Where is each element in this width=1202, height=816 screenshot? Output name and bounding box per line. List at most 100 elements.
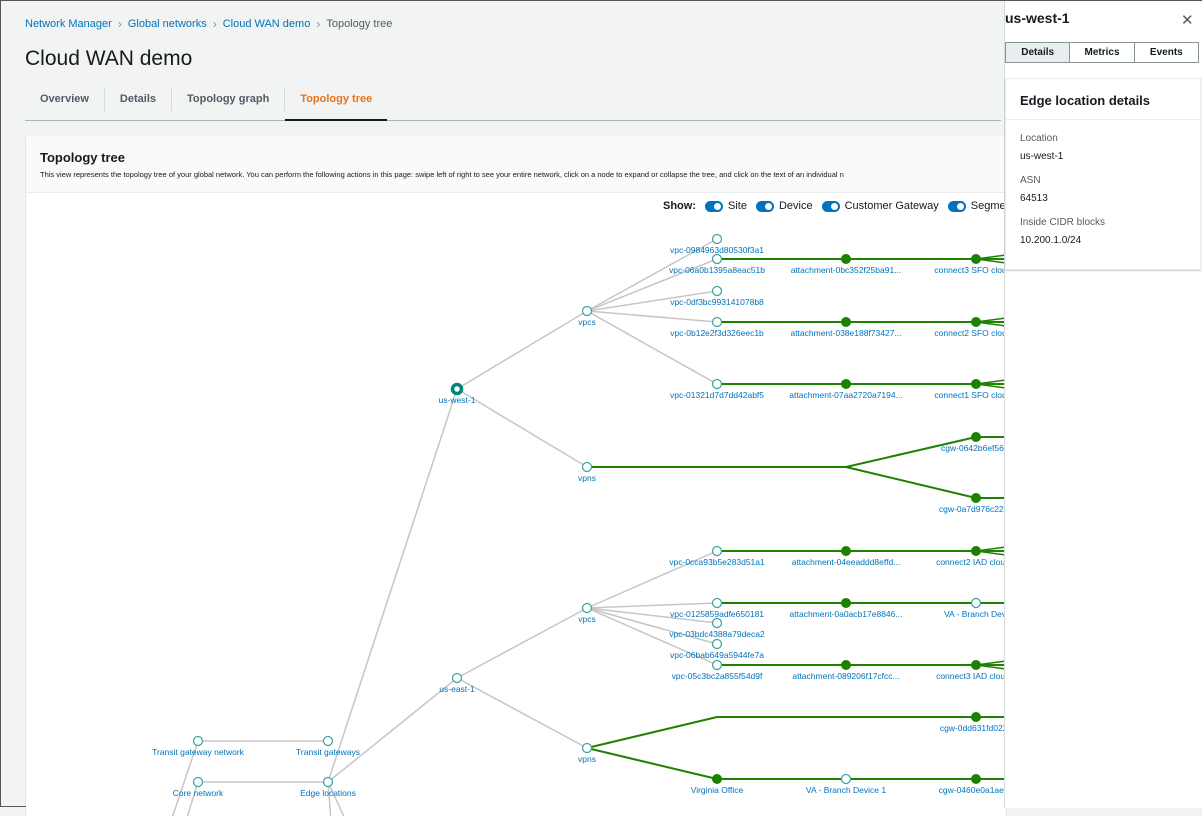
node-circle[interactable] [842,255,851,264]
node-label[interactable]: attachment-04eeaddd8effd... [792,557,901,567]
tree-node-el[interactable]: Edge locations [300,778,356,799]
node-circle[interactable] [453,385,462,394]
node-circle[interactable] [842,547,851,556]
tree-node-b1[interactable]: attachment-04eeaddd8effd... [792,547,901,568]
node-label[interactable]: vpc-06a0b1395a8eac51b [669,265,765,275]
tree-node-g1[interactable]: cgw-0642b6ef56f5 [941,433,1006,454]
node-label[interactable]: Virginia Office [691,785,744,795]
node-circle[interactable] [583,463,592,472]
node-circle[interactable] [194,778,203,787]
tree-node-c3[interactable]: connect1 SFO cloudw [934,380,1006,401]
node-label[interactable]: cgw-0460e0a1ae5a [939,785,1006,795]
node-label[interactable]: attachment-038e188f73427... [790,328,901,338]
tree-node-cn[interactable]: Core network [173,778,224,799]
tree-node-v5[interactable]: vpc-01321d7d7dd42abf5 [670,380,764,401]
node-circle[interactable] [972,318,981,327]
tree-node-use[interactable]: us-east-1 [439,674,475,695]
node-circle[interactable] [713,640,722,649]
node-circle[interactable] [583,604,592,613]
breadcrumb-cloud-wan-demo[interactable]: Cloud WAN demo [223,18,311,30]
node-circle[interactable] [713,775,722,784]
node-circle[interactable] [972,599,981,608]
node-label[interactable]: cgw-0a7d976c22d0 [939,504,1006,514]
node-label[interactable]: connect1 SFO cloudw [934,390,1006,400]
node-circle[interactable] [583,744,592,753]
node-label[interactable]: connect3 IAD cloudw [936,671,1006,681]
tree-node-v3[interactable]: vpc-0df3bc993141078b8 [670,287,764,308]
node-circle[interactable] [842,775,851,784]
tree-node-b3[interactable]: attachment-089206f17cfcc... [792,661,899,682]
node-label[interactable]: vpc-0125859adfe650181 [670,609,764,619]
close-icon[interactable]: ✕ [1181,11,1194,29]
node-label[interactable]: vpc-0b12e2f3d326eec1b [670,328,764,338]
tree-node-c2[interactable]: connect2 SFO cloudw [934,318,1006,339]
node-circle[interactable] [713,547,722,556]
node-label[interactable]: vpc-0df3bc993141078b8 [670,297,764,307]
tab-topology-graph[interactable]: Topology graph [172,87,285,111]
node-circle[interactable] [972,494,981,503]
node-label[interactable]: connect3 SFO cloudw [934,265,1006,275]
panel-tab-events[interactable]: Events [1135,43,1198,62]
node-label[interactable]: VA - Branch Devi [944,609,1006,619]
node-label[interactable]: us-west-1 [439,395,476,405]
node-label[interactable]: Edge locations [300,788,356,798]
breadcrumb-network-manager[interactable]: Network Manager [25,18,112,30]
node-label[interactable]: Transit gateways [296,747,360,757]
breadcrumb-global-networks[interactable]: Global networks [128,18,207,30]
tree-node-vpns1[interactable]: vpns [578,463,596,484]
tab-overview[interactable]: Overview [25,87,105,111]
node-label[interactable]: vpc-03bdc4388a79deca2 [669,629,765,639]
tree-node-g2[interactable]: cgw-0a7d976c22d0 [939,494,1006,515]
node-label[interactable]: vpcs [578,614,595,624]
tree-node-usw[interactable]: us-west-1 [439,385,476,406]
topology-tree-canvas[interactable]: Transit gateway network Transit gatewaysC… [26,136,1006,816]
tree-node-v4[interactable]: vpc-0b12e2f3d326eec1b [670,318,764,339]
node-circle[interactable] [842,318,851,327]
tree-node-a3[interactable]: attachment-07aa2720a7194... [789,380,902,401]
node-circle[interactable] [972,775,981,784]
node-label[interactable]: attachment-0bc352f25ba91... [791,265,902,275]
node-label[interactable]: attachment-089206f17cfcc... [792,671,899,681]
node-label[interactable]: vpc-06bab649a5944fe7a [670,650,764,660]
tree-node-c1[interactable]: connect3 SFO cloudw [934,255,1006,276]
node-label[interactable]: us-east-1 [439,684,475,694]
tree-node-vb[interactable]: VA - Branch Device 1 [806,775,886,796]
tree-node-e2[interactable]: vpc-0125859adfe650181 [670,599,764,620]
panel-tab-metrics[interactable]: Metrics [1070,43,1134,62]
tree-node-v1[interactable]: vpc-0984963d80530f3a1 [670,235,764,256]
node-label[interactable]: vpns [578,754,596,764]
node-circle[interactable] [972,661,981,670]
tab-topology-tree[interactable]: Topology tree [285,87,387,111]
node-circle[interactable] [842,599,851,608]
tree-node-tg[interactable]: Transit gateways [296,737,360,758]
node-circle[interactable] [453,674,462,683]
node-circle[interactable] [713,599,722,608]
node-circle[interactable] [713,380,722,389]
node-circle[interactable] [842,380,851,389]
tree-node-e1[interactable]: vpc-0cca93b5e283d51a1 [669,547,765,568]
tree-node-e5[interactable]: vpc-05c3bc2a855f54d9f [672,661,763,682]
node-label[interactable]: Transit gateway network [152,747,245,757]
node-circle[interactable] [972,380,981,389]
node-circle[interactable] [713,661,722,670]
panel-tab-details[interactable]: Details [1006,43,1070,62]
node-circle[interactable] [583,307,592,316]
node-circle[interactable] [713,235,722,244]
tab-details[interactable]: Details [105,87,172,111]
tree-node-d2[interactable]: VA - Branch Devi [944,599,1006,620]
node-circle[interactable] [324,778,333,787]
tree-node-d1[interactable]: connect2 IAD cloudw [936,547,1006,568]
tree-node-e4[interactable]: vpc-06bab649a5944fe7a [670,640,764,661]
tree-node-g3[interactable]: cgw-0dd631fd0223 [940,713,1006,734]
node-label[interactable]: Core network [173,788,224,798]
node-circle[interactable] [713,287,722,296]
node-label[interactable]: connect2 SFO cloudw [934,328,1006,338]
node-label[interactable]: attachment-0a0acb17e8846... [790,609,903,619]
node-circle[interactable] [713,255,722,264]
tree-node-e3[interactable]: vpc-03bdc4388a79deca2 [669,619,765,640]
tree-node-a1[interactable]: attachment-0bc352f25ba91... [791,255,902,276]
node-circle[interactable] [713,619,722,628]
node-circle[interactable] [324,737,333,746]
node-circle[interactable] [972,713,981,722]
tree-node-g4[interactable]: cgw-0460e0a1ae5a [939,775,1006,796]
